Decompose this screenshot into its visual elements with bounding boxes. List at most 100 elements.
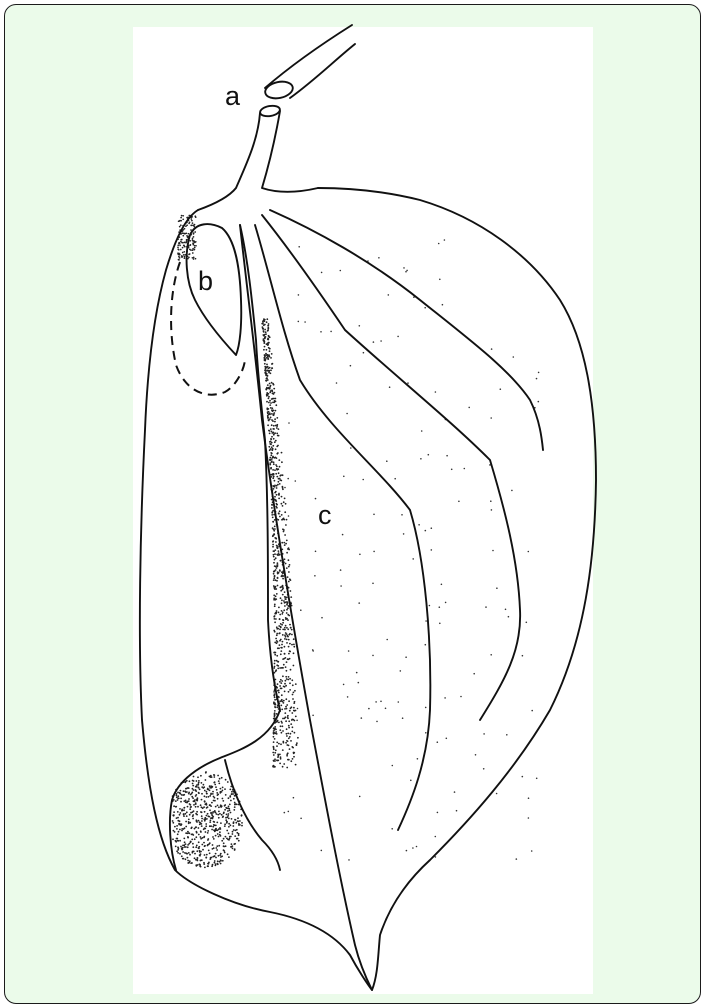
stipple-dot [271, 390, 273, 392]
stipple-dot [277, 668, 279, 670]
stipple-dot [221, 855, 223, 857]
stipple-dot [473, 673, 475, 675]
stipple-dot [271, 507, 273, 509]
stipple-dot [359, 554, 361, 556]
stipple-dot [226, 822, 228, 824]
stipple-dot [439, 623, 441, 625]
stipple-dot [425, 530, 427, 532]
stipple-dot [183, 838, 185, 840]
stipple-dot [203, 842, 205, 844]
stipple-dot [209, 825, 211, 827]
stipple-dot [231, 845, 233, 847]
stipple-dot [282, 594, 284, 596]
stipple-dot [485, 606, 487, 608]
stipple-dot [194, 853, 196, 855]
stipple-dot [273, 754, 275, 756]
stipple-dot [220, 853, 222, 855]
stipple-dot [286, 735, 288, 737]
stipple-dot [538, 401, 540, 403]
stipple-dot [196, 859, 198, 861]
stipple-dot [273, 388, 275, 390]
stipple-dot [193, 780, 195, 782]
stipple-dot [446, 738, 448, 740]
stipple-dot [212, 826, 214, 828]
stipple-dot [222, 798, 224, 800]
stipple-dot [178, 798, 180, 800]
stipple-dot [286, 519, 288, 521]
stipple-dot [293, 710, 295, 712]
stipple-dot [290, 740, 292, 742]
stipple-dot [282, 586, 284, 588]
stipple-dot [191, 793, 193, 795]
stipple-dot [416, 846, 418, 848]
stipple-dot [271, 504, 273, 506]
stipple-dot [236, 829, 238, 831]
stipple-dot [280, 650, 282, 652]
stipple-dot [278, 689, 280, 691]
stipple-dot [288, 605, 290, 607]
stipple-dot [267, 328, 269, 330]
stipple-dot [294, 732, 296, 734]
stipple-dot [282, 629, 284, 631]
stipple-dot [285, 716, 287, 718]
stipple-dot [268, 419, 270, 421]
stipple-dot [321, 617, 323, 619]
stipple-dot [281, 688, 283, 690]
stipple-dot [218, 836, 220, 838]
stipple-dot [279, 681, 281, 683]
stipple-dot [194, 838, 196, 840]
stipple-dot [276, 593, 278, 595]
stipple-dot [217, 863, 219, 865]
stipple-dot [289, 578, 291, 580]
stipple-dot [287, 679, 289, 681]
stipple-dot [458, 501, 460, 503]
stipple-dot [179, 820, 181, 822]
midrib [240, 225, 372, 990]
stipple-dot [270, 467, 272, 469]
stipple-dot [192, 815, 194, 817]
stipple-dot [209, 858, 211, 860]
stipple-dot [298, 246, 300, 248]
stipple-dot [241, 815, 243, 817]
stipple-dot [274, 710, 276, 712]
stipple-dot [228, 823, 230, 825]
stipple-dot [401, 514, 403, 516]
stipple-dot [274, 576, 276, 578]
stipple-dot [275, 612, 277, 614]
stipple-dot [177, 248, 179, 250]
stipple-dot [264, 337, 266, 339]
stipple-dot [289, 643, 291, 645]
stipple-dot [508, 616, 510, 618]
stipple-dot [293, 638, 295, 640]
stipple-dot [267, 344, 269, 346]
stipple-dot [271, 436, 273, 438]
stipple-dot [208, 863, 210, 865]
stipple-dot [208, 816, 210, 818]
stipple-dot [286, 678, 288, 680]
stipple-dot [269, 430, 271, 432]
stipple-dot [516, 858, 518, 860]
stipple-dot [286, 627, 288, 629]
stipple-dot [506, 734, 508, 736]
stipple-dot [273, 488, 275, 490]
stipple-dot [278, 428, 280, 430]
stipple-dot [272, 420, 274, 422]
stipple-dot [204, 867, 206, 869]
stipple-dot [195, 802, 197, 804]
stipple-dot [187, 857, 189, 859]
stipple-dot [274, 621, 276, 623]
stipple-dot [273, 573, 275, 575]
stipple-dot [403, 267, 405, 269]
stipple-dot [280, 597, 282, 599]
stipple-dot [270, 428, 272, 430]
stipple-dot [178, 823, 180, 825]
stipple-dot [288, 727, 290, 729]
stipple-dot [279, 667, 281, 669]
stipple-dot [280, 653, 282, 655]
stipple-dot [276, 640, 278, 642]
stipple-dot [275, 569, 277, 571]
stipple-dot [289, 624, 291, 626]
stipple-dot [233, 798, 235, 800]
stipple-dot [217, 798, 219, 800]
stipple-dot [266, 401, 268, 403]
